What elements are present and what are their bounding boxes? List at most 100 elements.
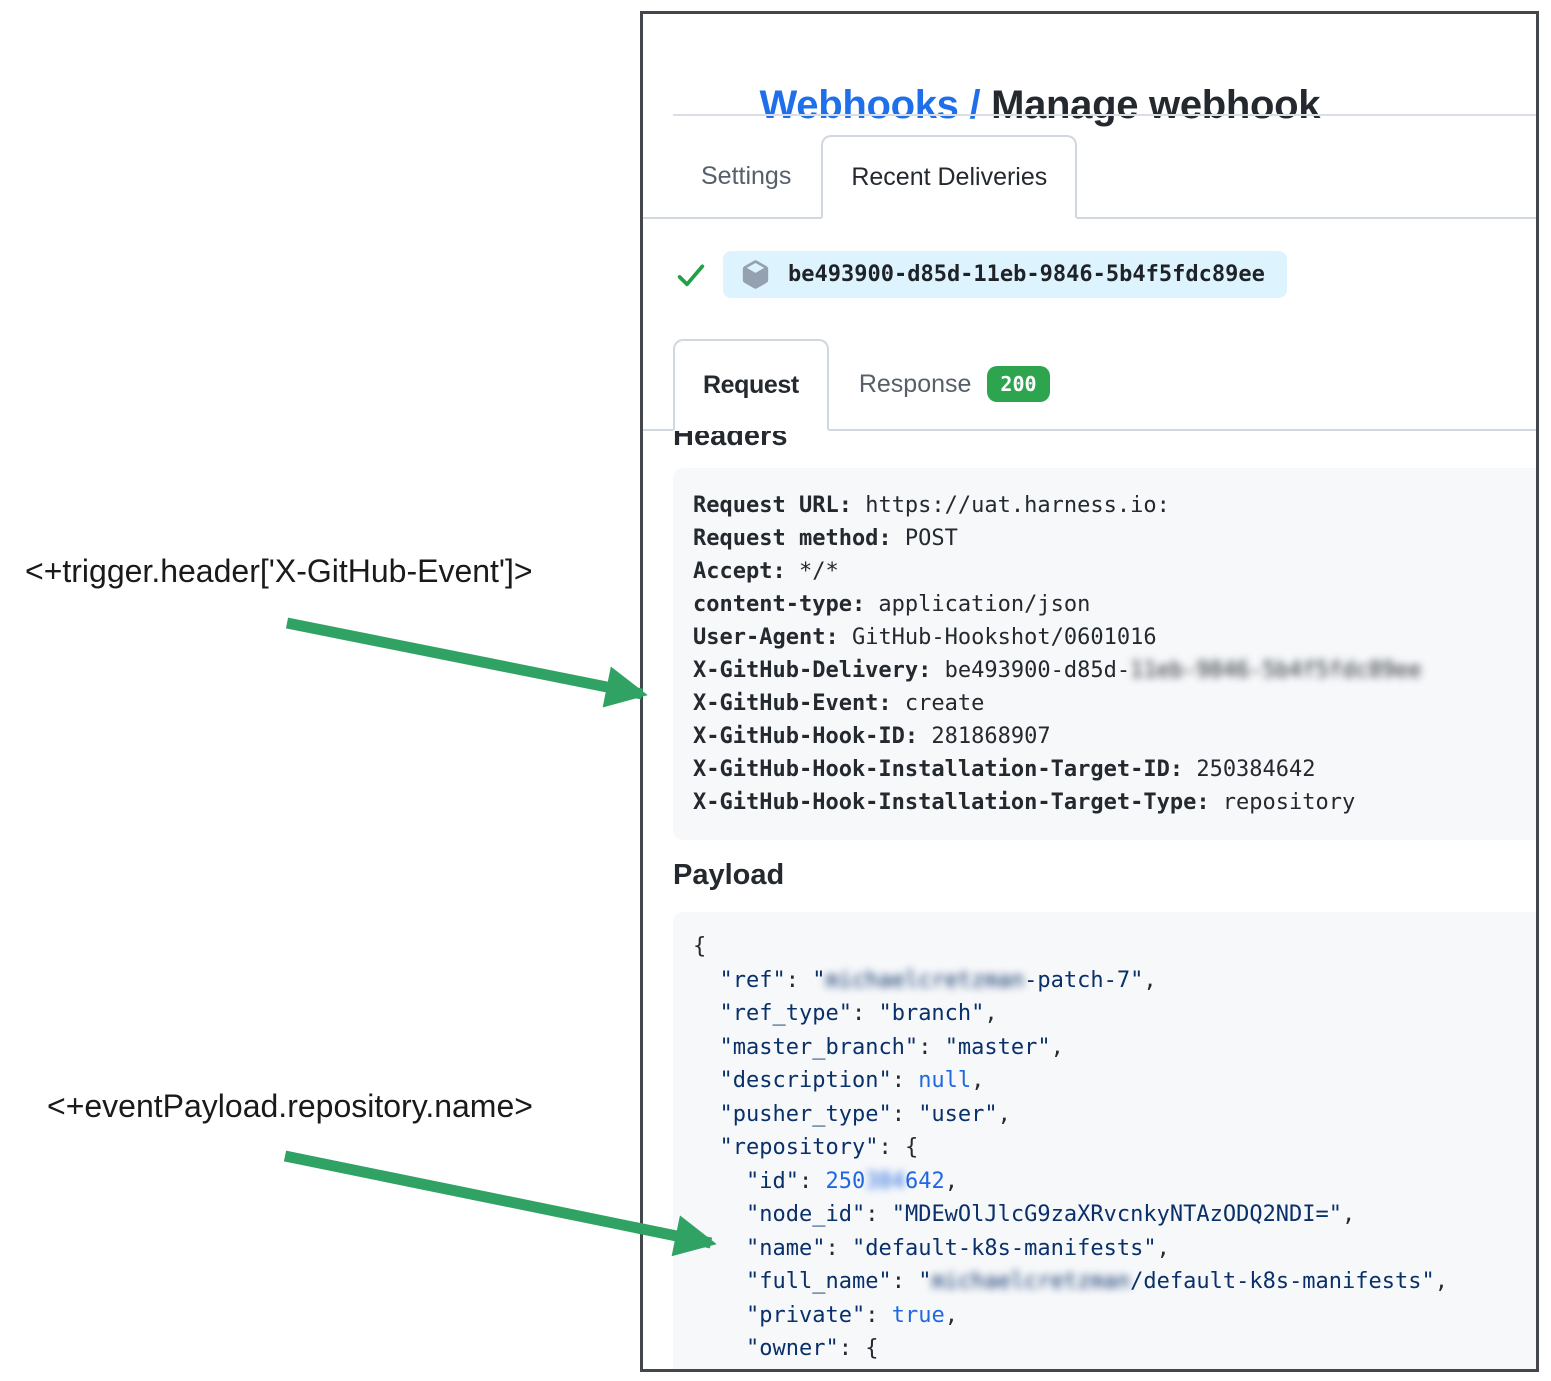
- payload-token: "MDEwOlJlcG9zaXRvcnkyNTAzODQ2NDI=": [891, 1202, 1343, 1227]
- breadcrumb-separator: /: [958, 83, 992, 127]
- payload-token: "master": [944, 1034, 1051, 1060]
- payload-line: "id": 250384642,: [693, 1165, 1530, 1199]
- payload-token: true: [891, 1302, 945, 1328]
- payload-token: ,: [1434, 1269, 1449, 1294]
- payload-token: [693, 1102, 720, 1127]
- header-value: POST: [891, 526, 958, 551]
- payload-token: -patch-7": [1024, 967, 1144, 993]
- payload-token: "ref": [719, 967, 786, 993]
- breadcrumb-webhooks-link[interactable]: Webhooks: [759, 83, 959, 127]
- webhook-tabnav: Settings Recent Deliveries: [643, 135, 1536, 219]
- payload-token: : {: [878, 1135, 919, 1160]
- payload-token: null: [918, 1068, 972, 1093]
- tab-recent-deliveries[interactable]: Recent Deliveries: [821, 135, 1078, 219]
- header-key: X-GitHub-Hook-Installation-Target-Type:: [693, 790, 1210, 815]
- headers-code-block: Request URL: https://uat.harness.io:Requ…: [673, 468, 1536, 840]
- header-key: X-GitHub-Hook-ID:: [693, 724, 919, 749]
- delivery-row[interactable]: be493900-d85d-11eb-9846-5b4f5fdc89ee: [675, 251, 1287, 298]
- payload-token: "owner": [745, 1336, 839, 1361]
- payload-token: ,: [984, 1001, 998, 1026]
- payload-line: "ref_type": "branch",: [693, 997, 1530, 1031]
- delivery-id-pill[interactable]: be493900-d85d-11eb-9846-5b4f5fdc89ee: [723, 251, 1287, 298]
- header-key: content-type:: [693, 592, 866, 617]
- payload-code-block: { "ref": "michaelcretzman-patch-7", "ref…: [673, 912, 1536, 1369]
- header-value: GitHub-Hookshot/0601016: [838, 625, 1157, 650]
- check-icon: [677, 263, 705, 286]
- payload-token: [693, 1135, 720, 1160]
- header-value: https://uat.harness.io:: [851, 493, 1170, 518]
- response-status-badge: 200: [987, 366, 1050, 402]
- header-line: Request URL: https://uat.harness.io:: [693, 489, 1530, 522]
- payload-token: "description": [719, 1068, 892, 1093]
- header-value: */*: [785, 559, 839, 584]
- payload-token: ,: [1143, 967, 1157, 993]
- tab-response[interactable]: Response 200: [829, 339, 1080, 429]
- package-icon: [742, 260, 769, 289]
- payload-token: [693, 1068, 720, 1093]
- payload-token: ,: [1342, 1202, 1356, 1227]
- header-line: X-GitHub-Hook-ID: 281868907: [693, 720, 1530, 753]
- payload-token: "node_id": [745, 1202, 866, 1227]
- payload-token-redacted: michaelcretzman: [931, 1269, 1131, 1294]
- payload-token-redacted: michaelcretzman: [825, 967, 1025, 993]
- tab-settings[interactable]: Settings: [701, 161, 792, 190]
- payload-token: :: [825, 1235, 852, 1261]
- payload-token: "branch": [878, 1001, 985, 1026]
- header-line: content-type: application/json: [693, 588, 1530, 621]
- header-value: repository: [1209, 790, 1356, 815]
- payload-line: "master_branch": "master",: [693, 1031, 1530, 1065]
- header-key: X-GitHub-Event:: [693, 691, 892, 716]
- payload-token: ,: [997, 1101, 1011, 1127]
- header-key: User-Agent:: [693, 625, 839, 650]
- payload-line: "private": true,: [693, 1299, 1530, 1333]
- payload-token: :: [865, 1302, 892, 1328]
- header-key: Accept:: [693, 559, 786, 584]
- payload-token: "name": [745, 1235, 826, 1261]
- header-line: X-GitHub-Event: create: [693, 687, 1530, 720]
- delivery-tabnav: Request Response 200: [643, 339, 1536, 431]
- payload-token: :: [891, 1101, 919, 1127]
- payload-line: "ref": "michaelcretzman-patch-7",: [693, 964, 1530, 998]
- payload-token: [693, 1169, 746, 1194]
- payload-line: "repository": {: [693, 1131, 1530, 1165]
- payload-token: {: [693, 934, 707, 959]
- header-value: create: [891, 691, 985, 716]
- payload-token: ,: [1156, 1235, 1170, 1261]
- tab-request[interactable]: Request: [673, 339, 829, 431]
- header-key: Request URL:: [693, 493, 852, 518]
- payload-token-redacted: 384: [865, 1168, 905, 1194]
- payload-section-title: Payload: [673, 859, 785, 891]
- payload-token: [693, 1303, 746, 1328]
- payload-token: "repository": [719, 1135, 879, 1160]
- header-line: Accept: */*: [693, 555, 1530, 588]
- header-key: X-GitHub-Hook-Installation-Target-ID:: [693, 757, 1184, 782]
- payload-line: "node_id": "MDEwOlJlcG9zaXRvcnkyNTAzODQ2…: [693, 1198, 1530, 1232]
- payload-token: "master_branch": [719, 1034, 919, 1060]
- header-key: X-GitHub-Delivery:: [693, 658, 932, 683]
- payload-token: ,: [944, 1168, 958, 1194]
- annotation-trigger-header-expression: <+trigger.header['X-GitHub-Event']>: [25, 553, 533, 589]
- payload-token: "full_name": [745, 1269, 892, 1294]
- payload-token: :: [891, 1068, 919, 1093]
- payload-token: ,: [971, 1068, 985, 1093]
- header-value: 281868907: [918, 724, 1051, 749]
- payload-token: :: [918, 1034, 945, 1060]
- payload-token: [693, 1001, 720, 1026]
- payload-token: [693, 1336, 746, 1361]
- payload-token: "private": [745, 1302, 866, 1328]
- payload-token: 642: [904, 1168, 945, 1194]
- payload-token: ": [918, 1269, 932, 1294]
- breadcrumb-current: Manage webhook: [991, 83, 1321, 127]
- payload-token: [693, 1035, 720, 1060]
- payload-token: :: [891, 1269, 919, 1294]
- payload-line: "pusher_type": "user",: [693, 1098, 1530, 1132]
- payload-token: /default-k8s-manifests": [1130, 1269, 1435, 1294]
- payload-token: [693, 968, 720, 993]
- payload-token: [693, 1269, 746, 1294]
- header-line: X-GitHub-Delivery: be493900-d85d-11eb-98…: [693, 654, 1530, 687]
- webhook-panel: Webhooks / Manage webhook Settings Recen…: [640, 11, 1539, 1372]
- delivery-id: be493900-d85d-11eb-9846-5b4f5fdc89ee: [788, 262, 1265, 287]
- header-key: Request method:: [693, 526, 892, 551]
- payload-token: "pusher_type": [719, 1101, 892, 1127]
- payload-token: : {: [838, 1336, 879, 1361]
